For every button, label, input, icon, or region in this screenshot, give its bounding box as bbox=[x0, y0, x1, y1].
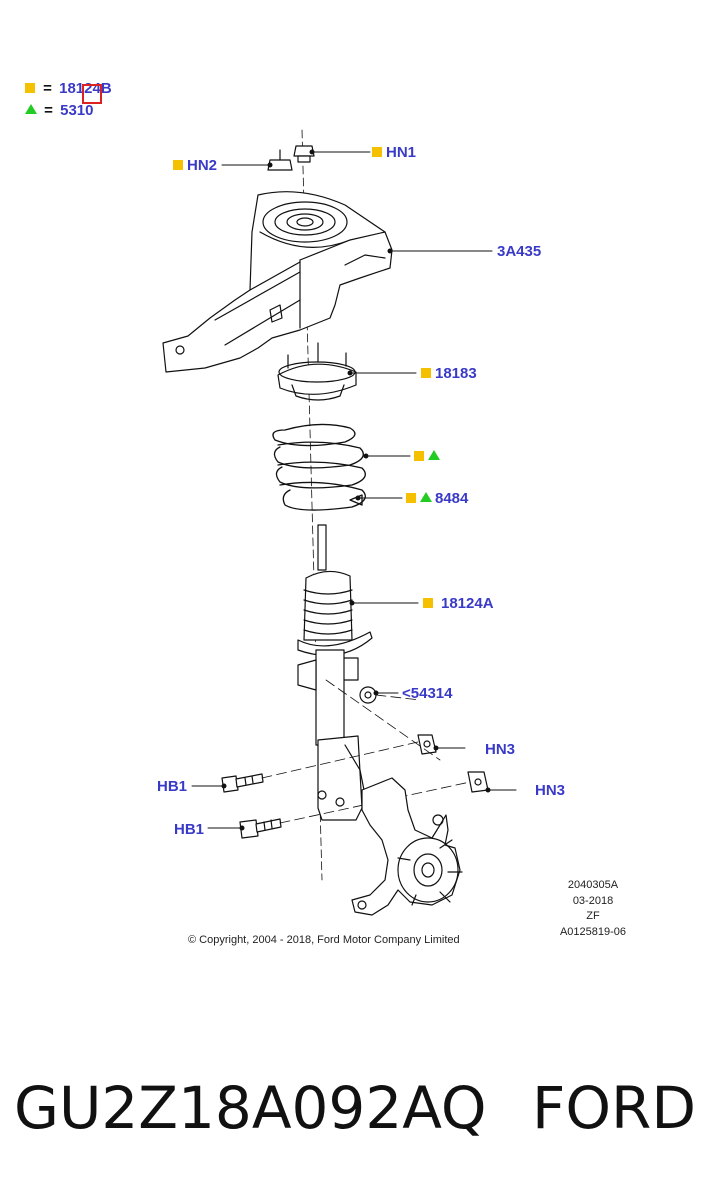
upper-mount bbox=[277, 342, 357, 401]
drawing-meta: 2040305A 03-2018 ZF A0125819-06 bbox=[548, 878, 638, 940]
yellow-square-icon bbox=[372, 147, 382, 158]
coil-spring bbox=[272, 423, 366, 511]
legend-equals: = bbox=[43, 80, 52, 97]
leader-dots bbox=[221, 149, 491, 831]
yellow-square-icon bbox=[173, 160, 183, 171]
highlight-box bbox=[82, 84, 102, 104]
yellow-square-icon bbox=[406, 493, 416, 504]
hn2-nut bbox=[267, 149, 293, 171]
callout-spring-upper bbox=[414, 448, 443, 466]
copyright-text: © Copyright, 2004 - 2018, Ford Motor Com… bbox=[188, 934, 460, 946]
callout-18124a: 18124A bbox=[423, 595, 494, 613]
callout-hn3-upper: HN3 bbox=[485, 741, 516, 758]
mount-bracket bbox=[162, 191, 393, 373]
legend-equals: = bbox=[44, 102, 53, 119]
yellow-square-icon bbox=[25, 83, 35, 94]
illustration-id: 2040305A bbox=[567, 879, 619, 891]
part-number: GU2Z18A092AQ bbox=[14, 1074, 487, 1142]
callout-54314: <54314 bbox=[402, 685, 453, 702]
callout-hb1-upper: HB1 bbox=[157, 778, 188, 795]
callout-hb1-lower: HB1 bbox=[174, 821, 205, 838]
callout-hn3-lower: HN3 bbox=[535, 782, 566, 799]
legend-triangle: = 5310 bbox=[25, 102, 93, 120]
callout-18183: 18183 bbox=[421, 365, 477, 383]
yellow-square-icon bbox=[421, 368, 431, 379]
callout-8484: 8484 bbox=[406, 490, 468, 508]
callout-hn2: HN2 bbox=[173, 157, 217, 175]
yellow-square-icon bbox=[414, 451, 424, 462]
shock-absorber bbox=[297, 524, 373, 821]
callout-hn1: HN1 bbox=[372, 144, 416, 162]
hb1-bolt-lower bbox=[239, 818, 282, 839]
drawing-code: ZF bbox=[586, 910, 600, 922]
drawing-date: 03-2018 bbox=[572, 894, 614, 907]
brand-name: FORD bbox=[532, 1074, 696, 1142]
green-triangle-icon bbox=[25, 104, 37, 115]
hn3-nut-upper bbox=[417, 734, 437, 755]
green-triangle-icon bbox=[428, 450, 440, 461]
bushing bbox=[359, 686, 377, 704]
leader-lines bbox=[191, 151, 517, 829]
hn1-nut bbox=[293, 145, 315, 163]
callout-3a435: 3A435 bbox=[497, 243, 542, 260]
drawing-number: A0125819-06 bbox=[559, 925, 627, 938]
hn3-nut-lower bbox=[467, 771, 489, 793]
legend-triangle-part: 5310 bbox=[60, 102, 94, 119]
steering-knuckle bbox=[351, 777, 463, 916]
green-triangle-icon bbox=[420, 492, 432, 503]
hb1-bolt-upper bbox=[221, 773, 264, 793]
yellow-square-icon bbox=[423, 598, 433, 609]
